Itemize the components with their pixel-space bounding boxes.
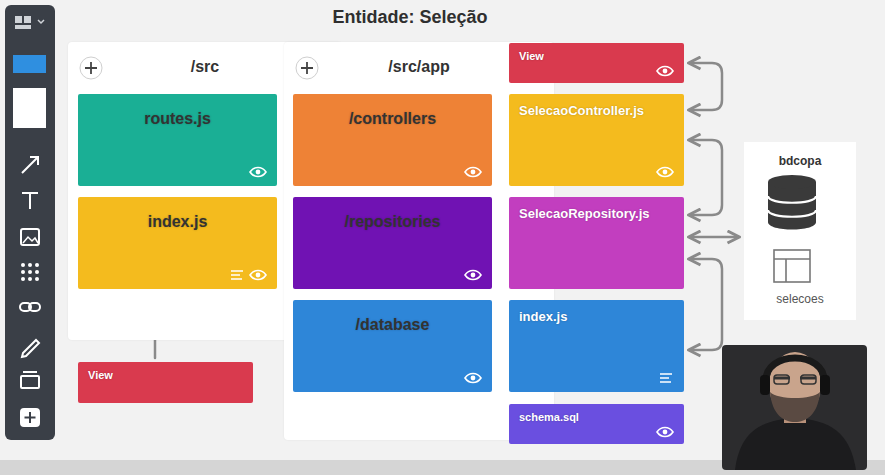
webcam xyxy=(722,345,867,470)
file-box: schema.sql xyxy=(509,404,684,444)
diagram-title: Entidade: Seleção xyxy=(250,7,570,28)
table-label: selecoes xyxy=(744,292,856,306)
file-box: View xyxy=(78,362,253,403)
file-box: index.js xyxy=(509,300,684,392)
box-label: bdcopa xyxy=(744,154,856,168)
eye-icon xyxy=(656,166,674,178)
connector-arrow xyxy=(690,236,738,239)
list-icon xyxy=(231,270,243,280)
add-button xyxy=(295,56,319,80)
eye-icon xyxy=(656,426,674,438)
box-label: index.js xyxy=(78,213,277,231)
box-label: View xyxy=(519,50,544,62)
eye-icon xyxy=(464,269,482,281)
file-box: SelecaoRepository.js xyxy=(509,197,684,289)
eye-icon xyxy=(249,269,267,281)
box-label: SelecaoRepository.js xyxy=(519,206,650,221)
connector-arrow xyxy=(690,63,722,110)
box-label: /controllers xyxy=(293,110,492,128)
box-label: SelecaoController.js xyxy=(519,103,644,118)
eye-icon xyxy=(464,166,482,178)
toolbar-icons xyxy=(13,16,46,426)
file-box: index.js xyxy=(78,197,277,289)
connector-arrow xyxy=(690,259,722,350)
file-box: /controllers xyxy=(293,94,492,186)
box-label: View xyxy=(88,369,113,381)
database-icon xyxy=(762,174,822,284)
database-box: bdcopa selecoes xyxy=(744,142,856,320)
box-label: index.js xyxy=(519,309,567,324)
add-button xyxy=(79,56,103,80)
box-label: routes.js xyxy=(78,110,277,128)
eye-icon xyxy=(656,65,674,77)
file-box: /repositories xyxy=(293,197,492,289)
eye-icon xyxy=(464,372,482,384)
toolbar xyxy=(5,5,55,440)
list-icon xyxy=(660,373,672,383)
file-box: routes.js xyxy=(78,94,277,186)
box-label: /repositories xyxy=(293,213,492,231)
file-box: SelecaoController.js xyxy=(509,94,684,186)
connector-arrow xyxy=(690,140,722,215)
file-box: /database xyxy=(293,300,492,392)
box-label: schema.sql xyxy=(519,411,579,423)
eye-icon xyxy=(249,166,267,178)
file-box: View xyxy=(509,43,684,83)
box-label: /database xyxy=(293,316,492,334)
